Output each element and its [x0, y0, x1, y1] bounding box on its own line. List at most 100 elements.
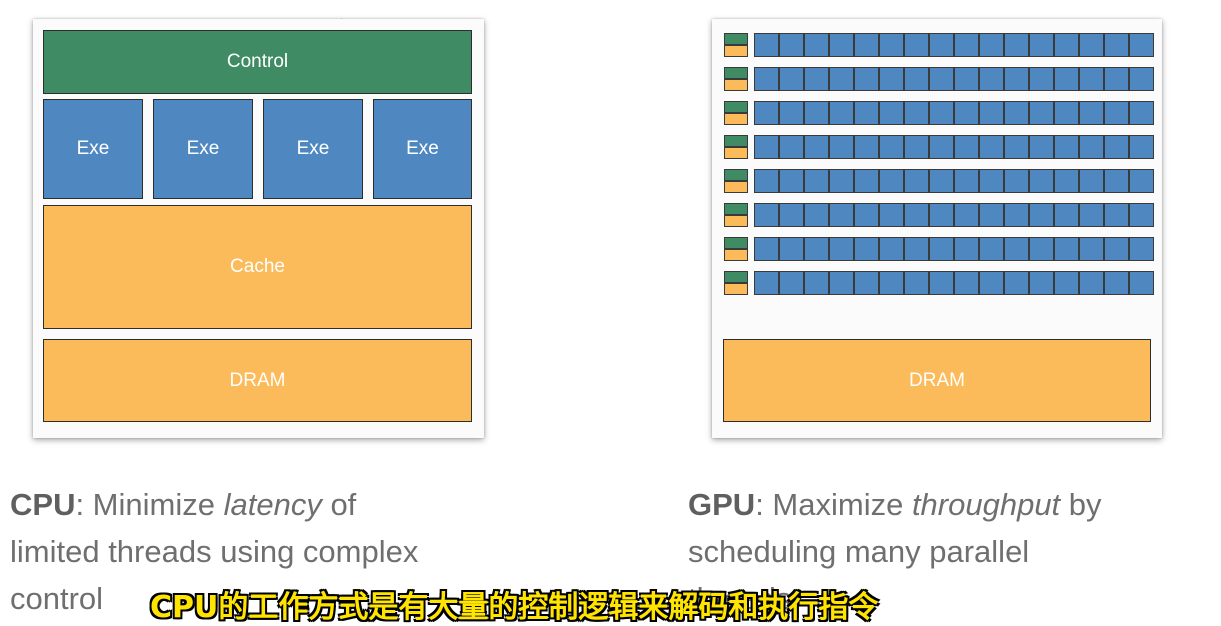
gpu-core	[829, 271, 854, 295]
gpu-core	[1004, 271, 1029, 295]
gpu-core	[1104, 203, 1129, 227]
gpu-core	[904, 203, 929, 227]
gpu-core	[979, 33, 1004, 57]
gpu-core	[779, 101, 804, 125]
gpu-cache-unit	[724, 79, 748, 91]
cpu-caption-line2: limited threads using complex	[10, 534, 419, 569]
gpu-core	[1004, 33, 1029, 57]
cpu-exe-block: Exe	[263, 99, 363, 199]
gpu-core	[1129, 67, 1154, 91]
gpu-core	[879, 101, 904, 125]
gpu-core	[779, 135, 804, 159]
gpu-core	[779, 33, 804, 57]
gpu-core	[804, 169, 829, 193]
gpu-core	[929, 135, 954, 159]
gpu-caption-line1: GPU: Maximize throughput by	[688, 481, 1102, 528]
gpu-core	[854, 33, 879, 57]
gpu-core	[879, 169, 904, 193]
gpu-core	[1029, 203, 1054, 227]
gpu-core	[929, 237, 954, 261]
gpu-core	[854, 101, 879, 125]
gpu-diagram: DRAM	[712, 19, 1162, 438]
gpu-core	[1129, 135, 1154, 159]
gpu-core	[804, 203, 829, 227]
gpu-core	[1004, 169, 1029, 193]
gpu-core	[929, 33, 954, 57]
cpu-caption-name: CPU	[10, 487, 76, 522]
gpu-core	[954, 237, 979, 261]
gpu-core	[979, 237, 1004, 261]
gpu-cache-unit	[724, 181, 748, 193]
gpu-control-unit	[724, 135, 748, 147]
gpu-core	[979, 169, 1004, 193]
gpu-core	[804, 67, 829, 91]
gpu-core	[1129, 237, 1154, 261]
gpu-dram-label: DRAM	[909, 369, 965, 391]
gpu-dram-block: DRAM	[723, 339, 1151, 422]
gpu-cache-unit	[724, 45, 748, 57]
gpu-core	[979, 67, 1004, 91]
gpu-core	[904, 101, 929, 125]
gpu-core	[1054, 101, 1079, 125]
gpu-core	[904, 237, 929, 261]
gpu-core	[1029, 33, 1054, 57]
gpu-core	[804, 271, 829, 295]
gpu-cache-unit	[724, 215, 748, 227]
cpu-dram-block: DRAM	[43, 339, 472, 422]
gpu-core	[779, 67, 804, 91]
gpu-control-unit	[724, 169, 748, 181]
cpu-exe-block: Exe	[153, 99, 253, 199]
gpu-core	[829, 33, 854, 57]
gpu-core	[879, 135, 904, 159]
gpu-core	[754, 271, 779, 295]
gpu-core	[854, 169, 879, 193]
cpu-dram-label: DRAM	[229, 369, 286, 391]
cpu-caption-emph: latency	[223, 487, 322, 522]
gpu-core	[954, 203, 979, 227]
gpu-core	[929, 169, 954, 193]
cpu-exe-label: Exe	[76, 138, 110, 159]
gpu-core	[804, 33, 829, 57]
gpu-core	[754, 237, 779, 261]
gpu-control-unit	[724, 33, 748, 45]
cpu-cache-label: Cache	[230, 256, 285, 277]
gpu-core	[854, 271, 879, 295]
gpu-core	[1129, 271, 1154, 295]
gpu-core	[879, 271, 904, 295]
gpu-core	[1054, 67, 1079, 91]
gpu-core	[1079, 203, 1104, 227]
gpu-core	[1004, 135, 1029, 159]
gpu-core	[1104, 271, 1129, 295]
gpu-core	[954, 67, 979, 91]
gpu-core	[1004, 101, 1029, 125]
gpu-core	[779, 271, 804, 295]
gpu-core	[829, 203, 854, 227]
gpu-core	[829, 101, 854, 125]
gpu-control-unit	[724, 101, 748, 113]
gpu-caption-rest: by	[1060, 487, 1102, 522]
gpu-core	[954, 271, 979, 295]
gpu-control-unit	[724, 67, 748, 79]
cpu-control-label: Control	[226, 51, 289, 72]
gpu-core	[804, 101, 829, 125]
gpu-core	[979, 203, 1004, 227]
gpu-core	[1104, 33, 1129, 57]
gpu-core	[979, 135, 1004, 159]
gpu-core	[1079, 33, 1104, 57]
gpu-core	[854, 203, 879, 227]
cpu-caption-colon-text: : Minimize	[75, 487, 224, 522]
gpu-core	[1054, 271, 1079, 295]
gpu-core	[879, 237, 904, 261]
gpu-core	[1104, 101, 1129, 125]
gpu-core	[1129, 33, 1154, 57]
gpu-core	[1029, 271, 1054, 295]
gpu-core	[1104, 67, 1129, 91]
gpu-core	[829, 67, 854, 91]
gpu-core	[1079, 169, 1104, 193]
gpu-core	[854, 67, 879, 91]
gpu-core	[1029, 169, 1054, 193]
gpu-control-unit	[724, 237, 748, 249]
gpu-core	[804, 135, 829, 159]
cpu-caption: CPU: Minimize latency of limited threads…	[10, 481, 418, 622]
gpu-core	[1129, 203, 1154, 227]
